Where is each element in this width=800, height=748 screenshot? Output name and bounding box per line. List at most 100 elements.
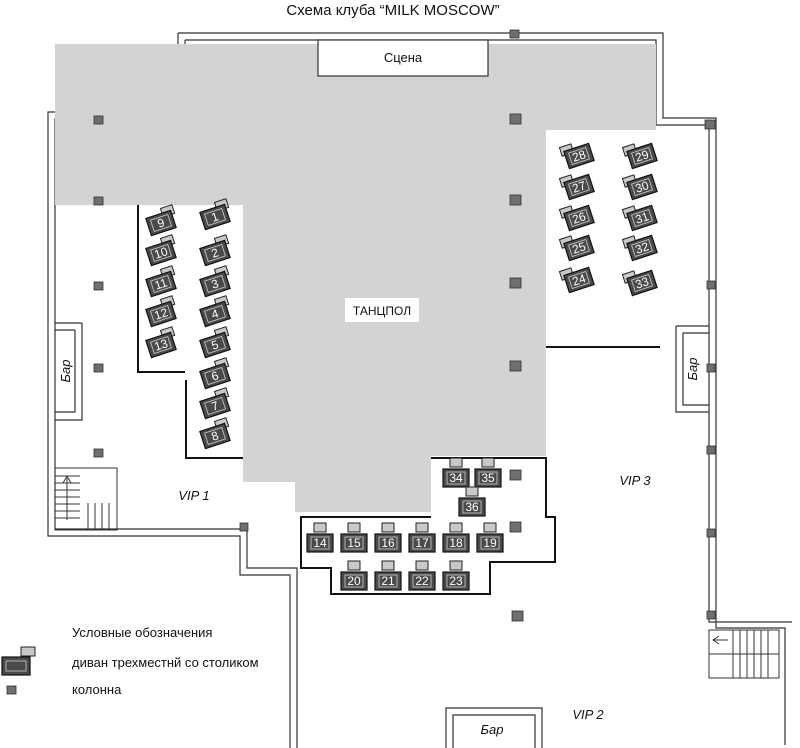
- sofa-table-30: 30: [621, 173, 658, 201]
- sofa-table-4: 4: [199, 295, 231, 328]
- legend-column-label: колонна: [72, 682, 122, 697]
- column: [706, 610, 716, 620]
- sofa-table-2: 2: [199, 234, 231, 267]
- vip2-label: VIP 2: [572, 707, 604, 722]
- sofa-table-5: 5: [199, 326, 231, 359]
- sofa-table-17: 17: [408, 522, 436, 553]
- coffee-table: [449, 522, 463, 533]
- table-number: 1: [210, 209, 221, 224]
- sofa: [408, 571, 436, 591]
- table-number: 36: [465, 500, 479, 514]
- bar-bottom-label: Бар: [481, 722, 504, 737]
- table-number: 11: [153, 275, 169, 292]
- sofa-table-3: 3: [199, 265, 231, 298]
- bar-left: Бар: [55, 322, 83, 421]
- table-number: 25: [570, 239, 587, 257]
- table-number: 10: [152, 244, 169, 262]
- sofa-table-10: 10: [145, 234, 177, 267]
- sofa-table-22: 22: [408, 560, 436, 591]
- column: [93, 115, 104, 125]
- sofa: [442, 571, 470, 591]
- sofa-table-13: 13: [145, 326, 177, 359]
- column: [239, 522, 249, 532]
- bar-right: Бар: [675, 325, 709, 413]
- coffee-table: [481, 457, 495, 468]
- sofa-table-9: 9: [145, 204, 177, 237]
- table-number: 19: [483, 536, 497, 550]
- table-number: 13: [152, 336, 169, 354]
- sofa: [374, 533, 402, 553]
- table-number: 22: [415, 574, 429, 588]
- table-number: 14: [313, 536, 327, 550]
- sofa-table-15: 15: [340, 522, 368, 553]
- coffee-table: [449, 457, 463, 468]
- table-number: 26: [570, 209, 587, 227]
- bar-left-label: Бар: [58, 360, 73, 383]
- stairs-right: [708, 629, 780, 679]
- table-number: 3: [210, 276, 221, 291]
- bar-right-label: Бар: [685, 358, 700, 381]
- column: [706, 363, 716, 373]
- table-number: 6: [210, 368, 221, 383]
- legend-sofa-label: диван трехместнй со столиком: [72, 655, 259, 670]
- sofa: [442, 533, 470, 553]
- sofa-table-14: 14: [306, 522, 334, 553]
- column: [706, 528, 716, 538]
- table-number: 31: [633, 209, 650, 227]
- column: [93, 448, 104, 458]
- column: [509, 113, 522, 125]
- sofa: [458, 497, 486, 517]
- vip3-label: VIP 3: [619, 473, 651, 488]
- column: [93, 363, 104, 373]
- sofa-table-12: 12: [145, 295, 177, 328]
- columns: [93, 29, 716, 622]
- sofa: [340, 571, 368, 591]
- table-number: 20: [347, 574, 361, 588]
- sofa-table-31: 31: [621, 204, 658, 232]
- sofa-table-16: 16: [374, 522, 402, 553]
- sofa-table-29: 29: [621, 142, 658, 170]
- coffee-table: [347, 560, 361, 571]
- dance-floor-label: ТАНЦПОЛ: [353, 304, 411, 318]
- table-number: 17: [415, 536, 429, 550]
- sofa: [442, 468, 470, 488]
- coffee-table: [381, 522, 395, 533]
- legend-sofa-icon: [1, 646, 36, 676]
- legend-column-icon: [6, 685, 17, 695]
- table-number: 5: [210, 337, 221, 352]
- coffee-table: [381, 560, 395, 571]
- coffee-table: [415, 522, 429, 533]
- table-number: 15: [347, 536, 361, 550]
- sofa-table-7: 7: [199, 387, 231, 420]
- sofa: [340, 533, 368, 553]
- column: [511, 610, 524, 622]
- coffee-table: [347, 522, 361, 533]
- table-number: 28: [570, 147, 587, 165]
- partitions: [137, 205, 660, 595]
- legend-title: Условные обозначения: [72, 625, 212, 640]
- sofa-table-36: 36: [458, 486, 486, 517]
- coffee-table: [449, 560, 463, 571]
- vip1-label: VIP 1: [178, 488, 209, 503]
- table-number: 23: [449, 574, 463, 588]
- sofa-table-23: 23: [442, 560, 470, 591]
- table-number: 29: [633, 147, 650, 165]
- table-number: 18: [449, 536, 463, 550]
- column: [509, 360, 522, 372]
- coffee-table: [313, 522, 327, 533]
- table-number: 30: [633, 178, 650, 196]
- stage-label: Сцена: [384, 50, 423, 65]
- sofa: [474, 468, 502, 488]
- column: [509, 194, 522, 206]
- table-number: 16: [381, 536, 395, 550]
- coffee-table: [465, 486, 479, 497]
- sofa: [476, 533, 504, 553]
- column: [706, 445, 716, 455]
- sofa: [374, 571, 402, 591]
- column: [704, 119, 716, 130]
- table-number: 35: [481, 471, 495, 485]
- column: [509, 277, 522, 289]
- table-number: 8: [210, 428, 221, 443]
